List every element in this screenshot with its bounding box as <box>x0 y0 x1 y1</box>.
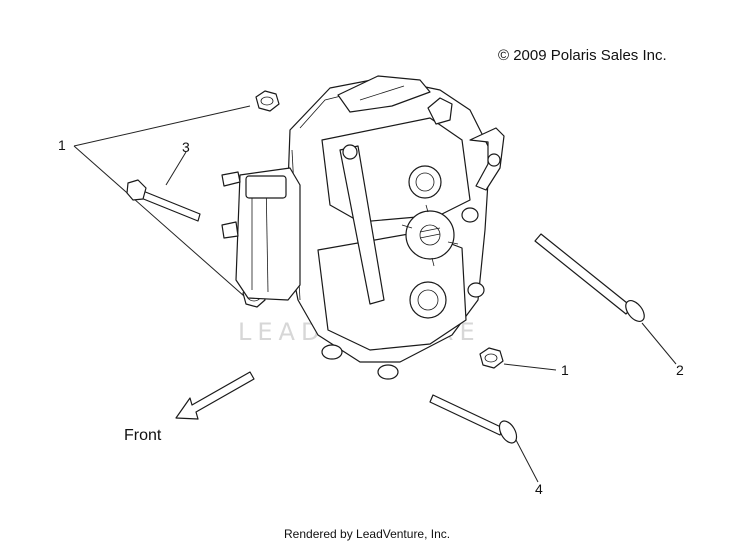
nut-top <box>255 90 280 112</box>
front-arrow <box>175 371 255 420</box>
nut-right <box>479 347 504 369</box>
callout-2: 2 <box>676 362 684 378</box>
footer-text: Rendered by LeadVenture, Inc. <box>284 527 450 541</box>
callout-4: 4 <box>535 481 543 497</box>
front-label: Front <box>124 427 162 444</box>
gearcase-assembly <box>221 75 505 380</box>
leader-lines <box>73 105 677 483</box>
callout-1-left: 1 <box>58 137 66 153</box>
copyright-text: © 2009 Polaris Sales Inc. <box>498 47 667 64</box>
bolt-4 <box>429 394 518 444</box>
bolt-2 <box>534 233 645 322</box>
callout-3: 3 <box>182 139 190 155</box>
bolt-3 <box>126 179 201 222</box>
callout-1-right: 1 <box>561 362 569 378</box>
